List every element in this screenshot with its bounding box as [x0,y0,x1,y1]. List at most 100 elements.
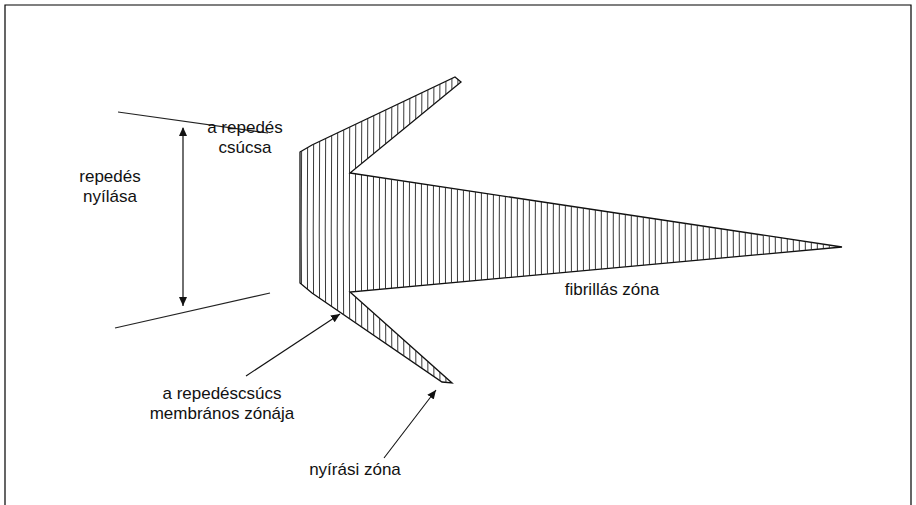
fibril-stroke [745,60,747,400]
fibril-stroke [583,60,585,400]
fibril-stroke [577,60,579,400]
fibril-stroke [793,60,795,400]
fibril-stroke [727,60,729,400]
fibril-stroke [571,60,573,400]
fibril-stroke [361,60,363,400]
fibril-stroke [637,60,639,400]
fibril-stroke [595,60,597,400]
fibril-stroke [565,60,567,400]
fibril-stroke [475,60,477,400]
zone-label: a repedéscsúcs membrános zónája [147,384,297,424]
fibril-stroke [781,60,783,400]
zone-label: fibrillás zóna [532,280,692,300]
fibril-stroke [391,60,393,400]
fibril-stroke [487,60,489,400]
fibril-stroke [685,60,687,400]
fibril-stroke [703,60,705,400]
fibril-stroke [673,60,675,400]
fibril-stroke [559,60,561,400]
fibril-stroke [409,60,411,400]
dimension-label: repedés nyílása [60,167,160,207]
fibril-stroke [751,60,753,400]
frame [5,5,911,505]
fibril-stroke [817,60,819,400]
fibril-stroke [739,60,741,400]
fibril-stroke [463,60,465,400]
fibril-stroke [529,60,531,400]
fibril-stroke [457,60,459,400]
fibril-stroke [775,60,777,400]
fibril-stroke [523,60,525,400]
fibril-stroke [445,60,447,400]
fibril-stroke [757,60,759,400]
fibril-stroke [385,60,387,400]
leader-line [246,314,340,376]
fibril-stroke [517,60,519,400]
fibril-stroke [691,60,693,400]
fibril-stroke [715,60,717,400]
fibril-stroke [607,60,609,400]
fibril-stroke [799,60,801,400]
fibril-stroke [541,60,543,400]
fibril-stroke [763,60,765,400]
fibril-stroke [721,60,723,400]
fibril-stroke [337,60,339,400]
fibril-stroke [499,60,501,400]
fibril-stroke [313,60,315,400]
leader-line [384,390,436,458]
fibril-stroke [355,60,357,400]
fibril-stroke [367,60,369,400]
fibril-stroke [415,60,417,400]
crack-flank [115,293,270,328]
fibril-stroke [667,60,669,400]
opening-dimension [182,128,183,306]
fibril-stroke [325,60,327,400]
fibril-stroke [439,60,441,400]
fibril-stroke [631,60,633,400]
fibril-stroke [307,60,309,400]
fibril-stroke [655,60,657,400]
fibril-stroke [319,60,321,400]
fibril-stroke [589,60,591,400]
fibril-stroke [823,60,825,400]
fibril-stroke [301,60,303,400]
fibril-stroke [679,60,681,400]
fibril-stroke [421,60,423,400]
fibril-stroke [661,60,663,400]
fibril-stroke [547,60,549,400]
fibril-stroke [493,60,495,400]
fibril-stroke [379,60,381,400]
fibril-stroke [619,60,621,400]
fibril-stroke [613,60,615,400]
part-label: a repedés csúcsa [198,118,293,158]
fibril-stroke [709,60,711,400]
fibril-stroke [553,60,555,400]
fibril-stroke [625,60,627,400]
fibril-stroke [427,60,429,400]
fibril-stroke [787,60,789,400]
fibril-stroke [451,60,453,400]
fibril-stroke [397,60,399,400]
fibril-stroke [835,60,837,400]
fibril-stroke [481,60,483,400]
fibril-stroke [535,60,537,400]
fibril-stroke [469,60,471,400]
fibril-stroke [811,60,813,400]
fibril-stroke [769,60,771,400]
fibril-stroke [505,60,507,400]
fibril-stroke [649,60,651,400]
fibril-stroke [349,60,351,400]
fibrils [301,60,836,400]
fibril-stroke [403,60,405,400]
fibril-stroke [331,60,333,400]
fibril-stroke [643,60,645,400]
fibril-stroke [511,60,513,400]
fibril-stroke [433,60,435,400]
fibril-stroke [733,60,735,400]
fibril-stroke [805,60,807,400]
fibril-stroke [343,60,345,400]
fibril-stroke [697,60,699,400]
zone-label: nyírási zóna [285,460,425,480]
fibril-stroke [829,60,831,400]
